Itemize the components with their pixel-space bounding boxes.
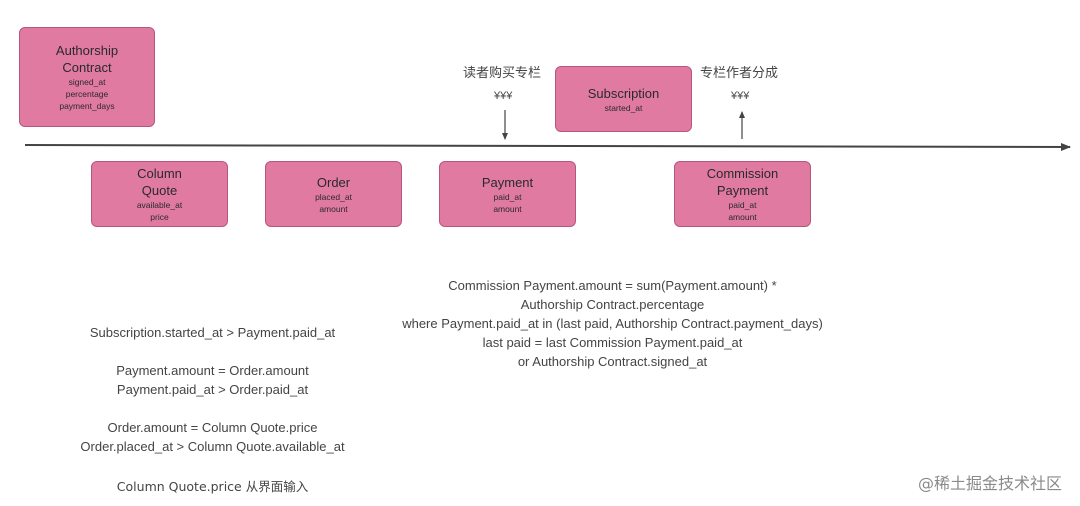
box-field: price [150, 212, 169, 222]
note-line: Column Quote.price 从界面输入 [116, 479, 309, 494]
box-field: amount [728, 212, 757, 222]
box-field: paid_at [728, 200, 757, 210]
box-title: Column Quote [137, 166, 182, 198]
note-line: Commission Payment.amount = sum(Payment.… [448, 278, 777, 293]
timeline-arrow [24, 142, 1071, 151]
note-line: Order.amount = Column Quote.price [107, 420, 318, 435]
subscription-box: Subscription started_at [555, 66, 692, 132]
box-field: amount [493, 203, 522, 214]
yen-out-label: ¥¥¥ [731, 90, 750, 102]
note-line: Order.placed_at > Column Quote.available… [80, 439, 345, 454]
note-line: Payment.paid_at > Order.paid_at [116, 382, 309, 397]
author-share-label: 专栏作者分成 [700, 66, 779, 81]
note-line: Payment.amount = Order.amount [116, 363, 309, 378]
yen-in-label: ¥¥¥ [494, 90, 513, 102]
box-field: amount [319, 203, 348, 214]
box-field: available_at [136, 200, 183, 210]
authorship-contract-box: Authorship Contract signed_at percentage… [19, 27, 155, 127]
commission-payment-box: Commission Payment paid_at amount [674, 161, 811, 227]
note-line: Subscription.started_at > Payment.paid_a… [89, 325, 336, 340]
note-line: or Authorship Contract.signed_at [517, 354, 708, 369]
payment-box: Payment paid_at amount [439, 161, 576, 227]
order-box: Order placed_at amount [265, 161, 402, 227]
constraints-notes: Subscription.started_at > Payment.paid_a… [40, 323, 385, 496]
column-quote-box: Column Quote available_at price [91, 161, 228, 227]
box-field: paid_at [493, 191, 522, 202]
box-field: placed_at [315, 191, 352, 202]
box-field: signed_at [68, 77, 106, 87]
note-line: last paid = last Commission Payment.paid… [482, 335, 743, 350]
box-title: Subscription [587, 85, 660, 101]
box-field: payment_days [59, 101, 115, 111]
box-field: percentage [65, 89, 109, 99]
watermark: @稀土掘金技术社区 [917, 474, 1062, 493]
commission-formula-notes: Commission Payment.amount = sum(Payment.… [360, 276, 865, 371]
reader-buys-label: 读者购买专栏 [463, 66, 542, 81]
note-line: Authorship Contract.percentage [520, 297, 705, 312]
box-title: Payment [481, 174, 534, 190]
note-line: where Payment.paid_at in (last paid, Aut… [402, 316, 823, 331]
box-title: Commission Payment [706, 166, 779, 198]
box-title: Order [316, 174, 351, 190]
box-title: Authorship Contract [55, 43, 119, 75]
box-field: started_at [604, 102, 643, 113]
